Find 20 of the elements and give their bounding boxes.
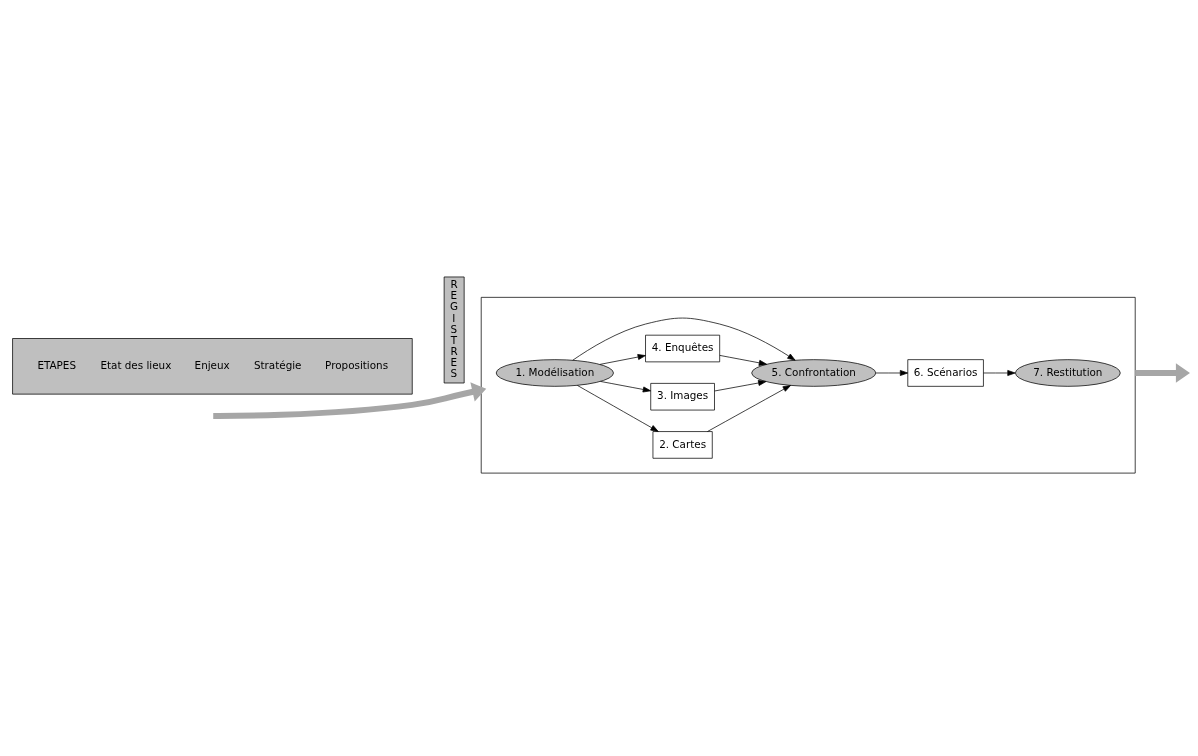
arrow (600, 381, 651, 393)
arrow (576, 385, 659, 432)
arrow (572, 317, 796, 361)
arrow (719, 355, 767, 366)
node-box: 2. Cartes (652, 431, 713, 459)
node-ellipse: 1. Modélisation (495, 359, 614, 387)
arrow (714, 380, 767, 392)
arrow (599, 354, 646, 365)
node-box: ETAPES Etat des lieux Enjeux Stratégie Propositions (12, 338, 413, 395)
node-box: 4. Enquêtes (645, 334, 721, 363)
arrow (213, 382, 487, 419)
node-box: REGISTRES (443, 276, 465, 384)
arrow (1135, 363, 1190, 383)
node-box: 6. Scénarios (907, 359, 984, 387)
node-ellipse: 7. Restitution (1015, 359, 1121, 387)
arrow (983, 370, 1016, 376)
node-box: 3. Images (650, 383, 715, 411)
cluster (480, 297, 1136, 474)
arrow (875, 370, 909, 376)
arrow (707, 385, 791, 432)
